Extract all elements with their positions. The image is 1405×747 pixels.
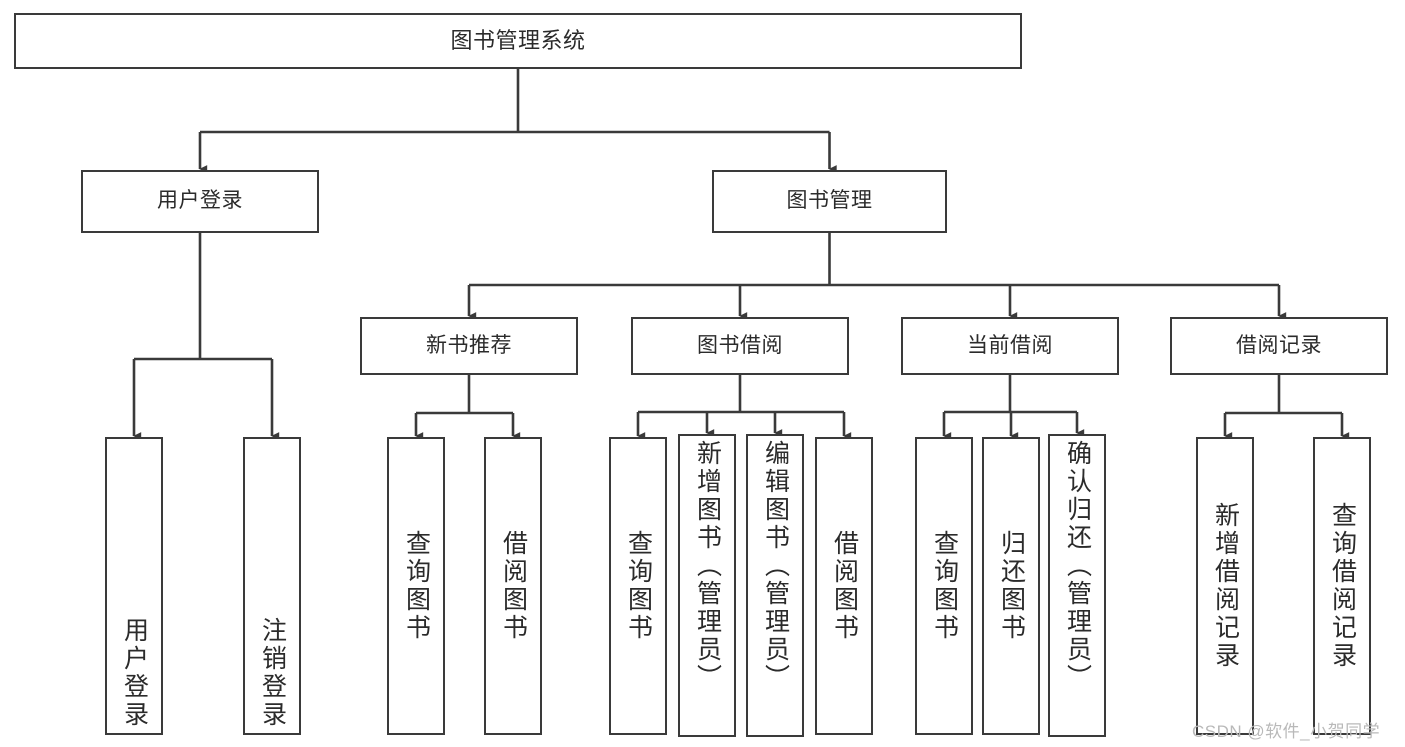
node-label: 查询借阅记录 (1328, 502, 1357, 670)
node-label: 借阅记录 (1236, 333, 1322, 357)
node-borrow-record[interactable]: 借阅记录 (1170, 317, 1388, 375)
node-root-system[interactable]: 图书管理系统 (14, 13, 1022, 69)
node-label: 编辑图书（管理员） (761, 440, 790, 692)
node-label: 确认归还（管理员） (1063, 440, 1092, 692)
node-leaf-confirm-return-admin[interactable]: 确认归还（管理员） (1048, 434, 1106, 737)
node-book-manage[interactable]: 图书管理 (712, 170, 947, 233)
node-label: 图书管理系统 (450, 28, 586, 54)
node-label: 用户登录 (157, 189, 243, 213)
node-label: 注销登录 (258, 617, 287, 729)
node-leaf-edit-book-admin[interactable]: 编辑图书（管理员） (746, 434, 804, 737)
node-leaf-borrow-book[interactable]: 借阅图书 (815, 437, 873, 735)
node-current-borrow[interactable]: 当前借阅 (901, 317, 1119, 375)
node-leaf-borrow-query-book[interactable]: 查询图书 (609, 437, 667, 735)
node-label: 图书管理 (786, 189, 873, 213)
node-leaf-query-borrow-record[interactable]: 查询借阅记录 (1313, 437, 1371, 735)
node-leaf-return-book[interactable]: 归还图书 (982, 437, 1040, 735)
node-leaf-add-book-admin[interactable]: 新增图书（管理员） (678, 434, 736, 737)
node-leaf-recommend-query-book[interactable]: 查询图书 (387, 437, 445, 735)
node-label: 当前借阅 (967, 333, 1053, 357)
node-label: 查询图书 (624, 530, 653, 642)
node-label: 查询图书 (930, 530, 959, 642)
node-label: 新增图书（管理员） (693, 440, 722, 692)
node-label: 借阅图书 (830, 530, 859, 642)
node-label: 借阅图书 (499, 530, 528, 642)
node-label: 图书借阅 (697, 333, 783, 357)
node-label: 新书推荐 (426, 333, 512, 357)
node-leaf-logout[interactable]: 注销登录 (243, 437, 301, 735)
node-leaf-user-login[interactable]: 用户登录 (105, 437, 163, 735)
node-label: 查询图书 (402, 530, 431, 642)
node-leaf-current-query-book[interactable]: 查询图书 (915, 437, 973, 735)
node-label: 归还图书 (997, 530, 1026, 642)
node-new-book-recommend[interactable]: 新书推荐 (360, 317, 578, 375)
node-book-borrow[interactable]: 图书借阅 (631, 317, 849, 375)
node-user-login[interactable]: 用户登录 (81, 170, 319, 233)
node-label: 用户登录 (120, 617, 149, 729)
node-leaf-recommend-borrow-book[interactable]: 借阅图书 (484, 437, 542, 735)
node-label: 新增借阅记录 (1211, 502, 1240, 670)
node-leaf-add-borrow-record[interactable]: 新增借阅记录 (1196, 437, 1254, 735)
